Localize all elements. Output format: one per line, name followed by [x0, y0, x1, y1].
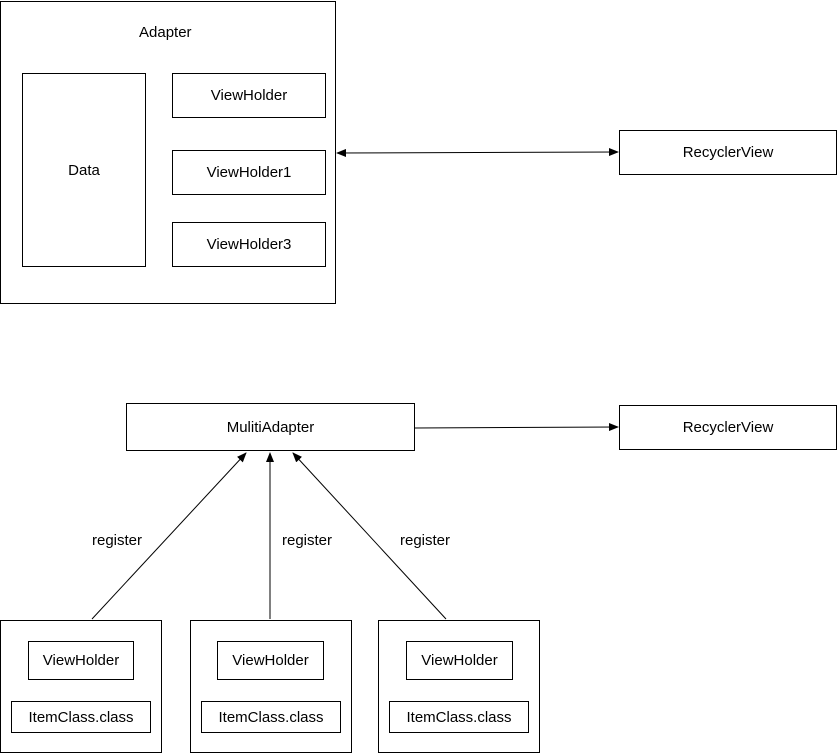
item-group-1-itemclass: ItemClass.class	[11, 701, 151, 733]
recyclerview-box-bottom: RecyclerView	[619, 405, 837, 450]
item-group-3-viewholder: ViewHolder	[406, 641, 513, 680]
viewholder1-box: ViewHolder1	[172, 150, 326, 195]
item-group-2-itemclass: ItemClass.class	[201, 701, 341, 733]
recyclerview-box-top: RecyclerView	[619, 130, 837, 175]
item-group-2-viewholder: ViewHolder	[217, 641, 324, 680]
item-group-1	[0, 620, 162, 753]
item-group-1-viewholder: ViewHolder	[28, 641, 134, 680]
item-group-2	[190, 620, 352, 753]
adapter-title: Adapter	[139, 24, 192, 41]
multiadapter-recyclerview-edge	[414, 423, 619, 432]
register-label-1: register	[92, 532, 143, 549]
data-box: Data	[22, 73, 146, 267]
multiadapter-box: MulitiAdapter	[126, 403, 415, 451]
adapter-recyclerview-edge	[336, 148, 619, 157]
viewholder-box: ViewHolder	[172, 73, 326, 118]
viewholder3-box: ViewHolder3	[172, 222, 326, 267]
register-label-2: register	[282, 532, 333, 549]
item-group-3	[378, 620, 540, 753]
item-group-3-itemclass: ItemClass.class	[389, 701, 529, 733]
register-label-3: register	[400, 532, 451, 549]
